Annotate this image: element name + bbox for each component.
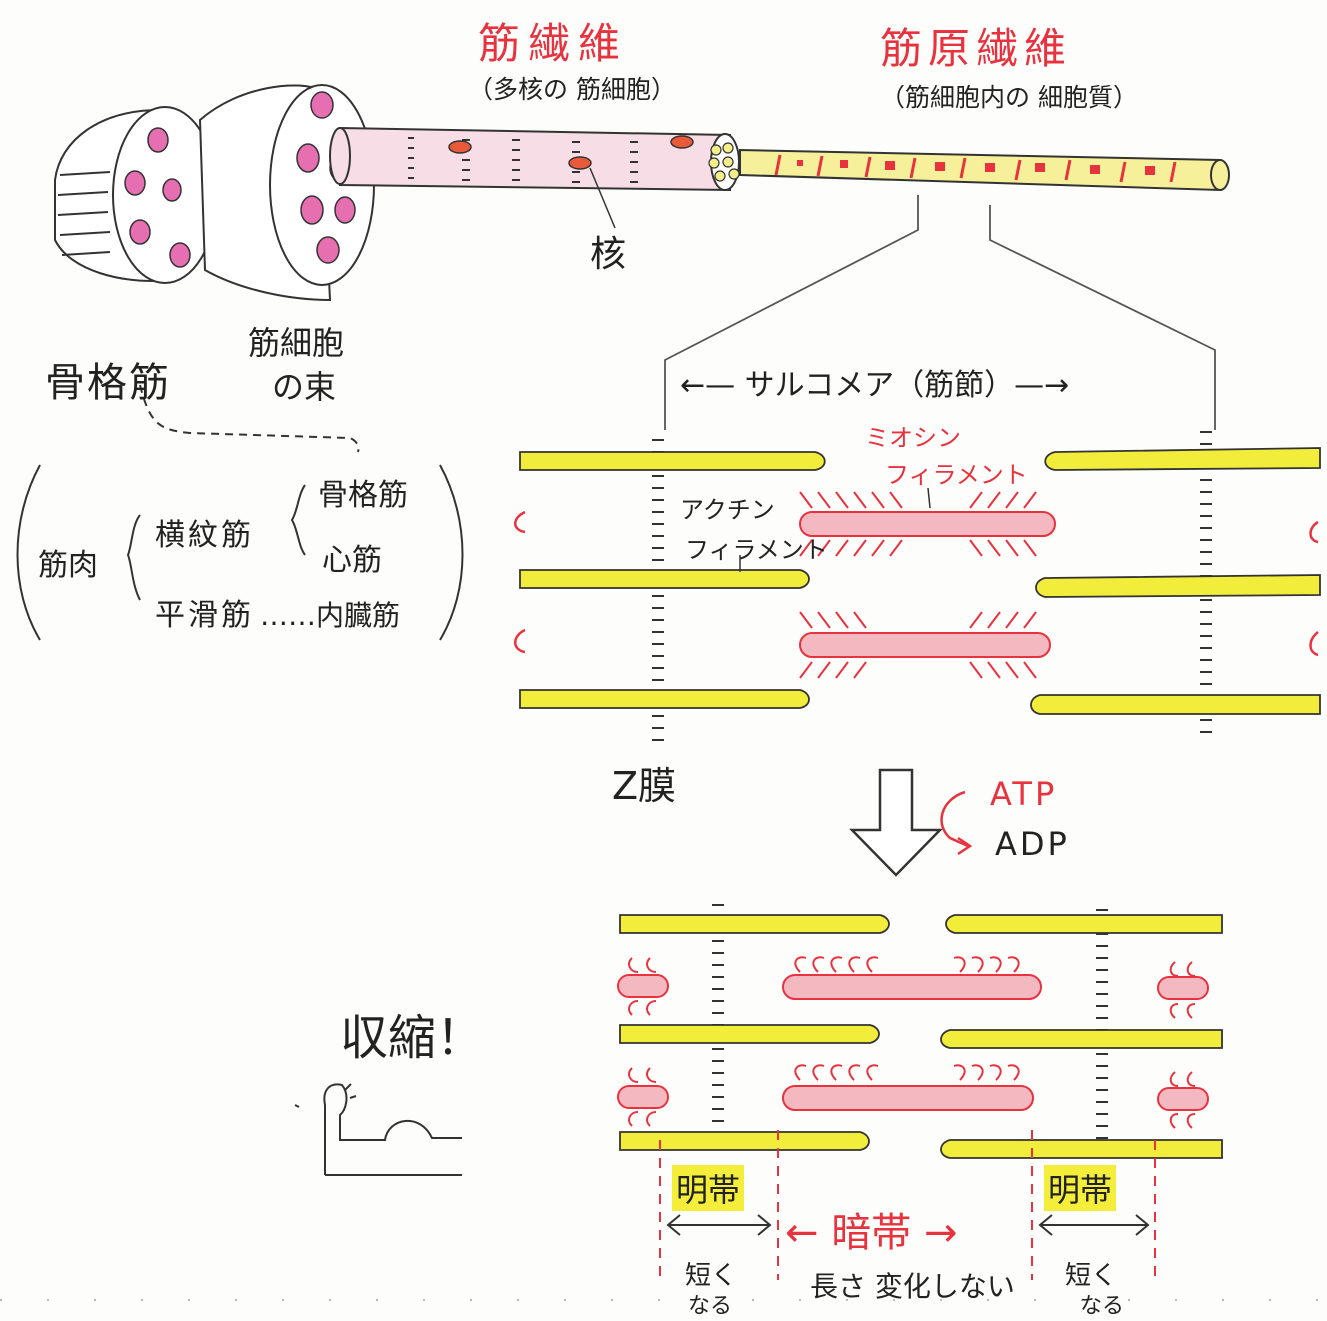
cell-nuclei [124,91,356,268]
light-band-left-note-line1: 短く [685,1261,738,1291]
cell-bundle-label-line2: の束 [272,368,337,406]
classification-root: 筋肉 [38,548,98,583]
classification-smooth-example: ……内臓筋 [260,599,401,632]
myosin-label-line2: フィラメント [885,461,1028,489]
myofibril [739,148,1230,192]
classification-cardiac: 心筋 [322,543,382,578]
light-band-left-label: 明帯 [672,1165,745,1211]
z-membrane-label: Z膜 [612,764,677,808]
adp-label: ADP [995,825,1070,863]
cell-bundle-label-line1: 筋細胞 [248,324,345,362]
myosin-label-line1: ミオシン [865,424,961,452]
myofibril-note: （筋細胞内の 細胞質） [880,83,1138,112]
atp-label: ATP [990,775,1058,813]
zoom-lines [664,195,1216,430]
band-boundaries [659,1130,1156,1280]
contracted-sarcomere [617,904,1223,1280]
classification-striated: 横紋筋 [155,518,254,553]
band-arrows [666,1214,1150,1236]
actin-label-line1: アクチン [680,496,775,524]
contraction-label: 収縮！ [340,1010,485,1066]
skeletal-muscle-title: 骨格筋 [45,360,171,406]
dark-band-label: ← 暗帯 → [785,1210,958,1256]
myofibril-label: 筋原繊維 [880,24,1073,73]
classification-braces [16,384,464,641]
dark-band-note: 長さ 変化しない [810,1270,1015,1303]
myosin-filaments-relaxed [514,491,1319,679]
flexed-arm-doodle [294,1083,462,1176]
muscle-fiber [329,126,740,229]
nucleus-label: 核 [590,234,627,275]
relaxed-sarcomere [514,431,1321,741]
muscle-fiber-note: （多核の 筋細胞） [468,75,676,104]
sarcomere-label: ←— サルコメア（筋節）—→ [680,368,1070,403]
transition-arrow [849,768,973,877]
actin-filaments-contracted [619,914,1223,1159]
light-band-left-note-line2: なる [688,1294,733,1319]
fiber-nuclei [448,135,694,170]
muscle-fiber-label: 筋繊維 [478,19,629,68]
light-band-right-note-line2: なる [1080,1294,1125,1319]
actin-label-line2: フィラメント [685,536,828,564]
classification-smooth: 平滑筋 [155,598,254,633]
myosin-filaments-contracted [617,956,1209,1129]
light-band-right-label: 明帯 [1044,1165,1117,1211]
classification-skeletal: 骨格筋 [318,478,408,513]
light-band-right-note-line1: 短く [1065,1261,1118,1291]
actin-filaments-relaxed [519,447,1321,715]
